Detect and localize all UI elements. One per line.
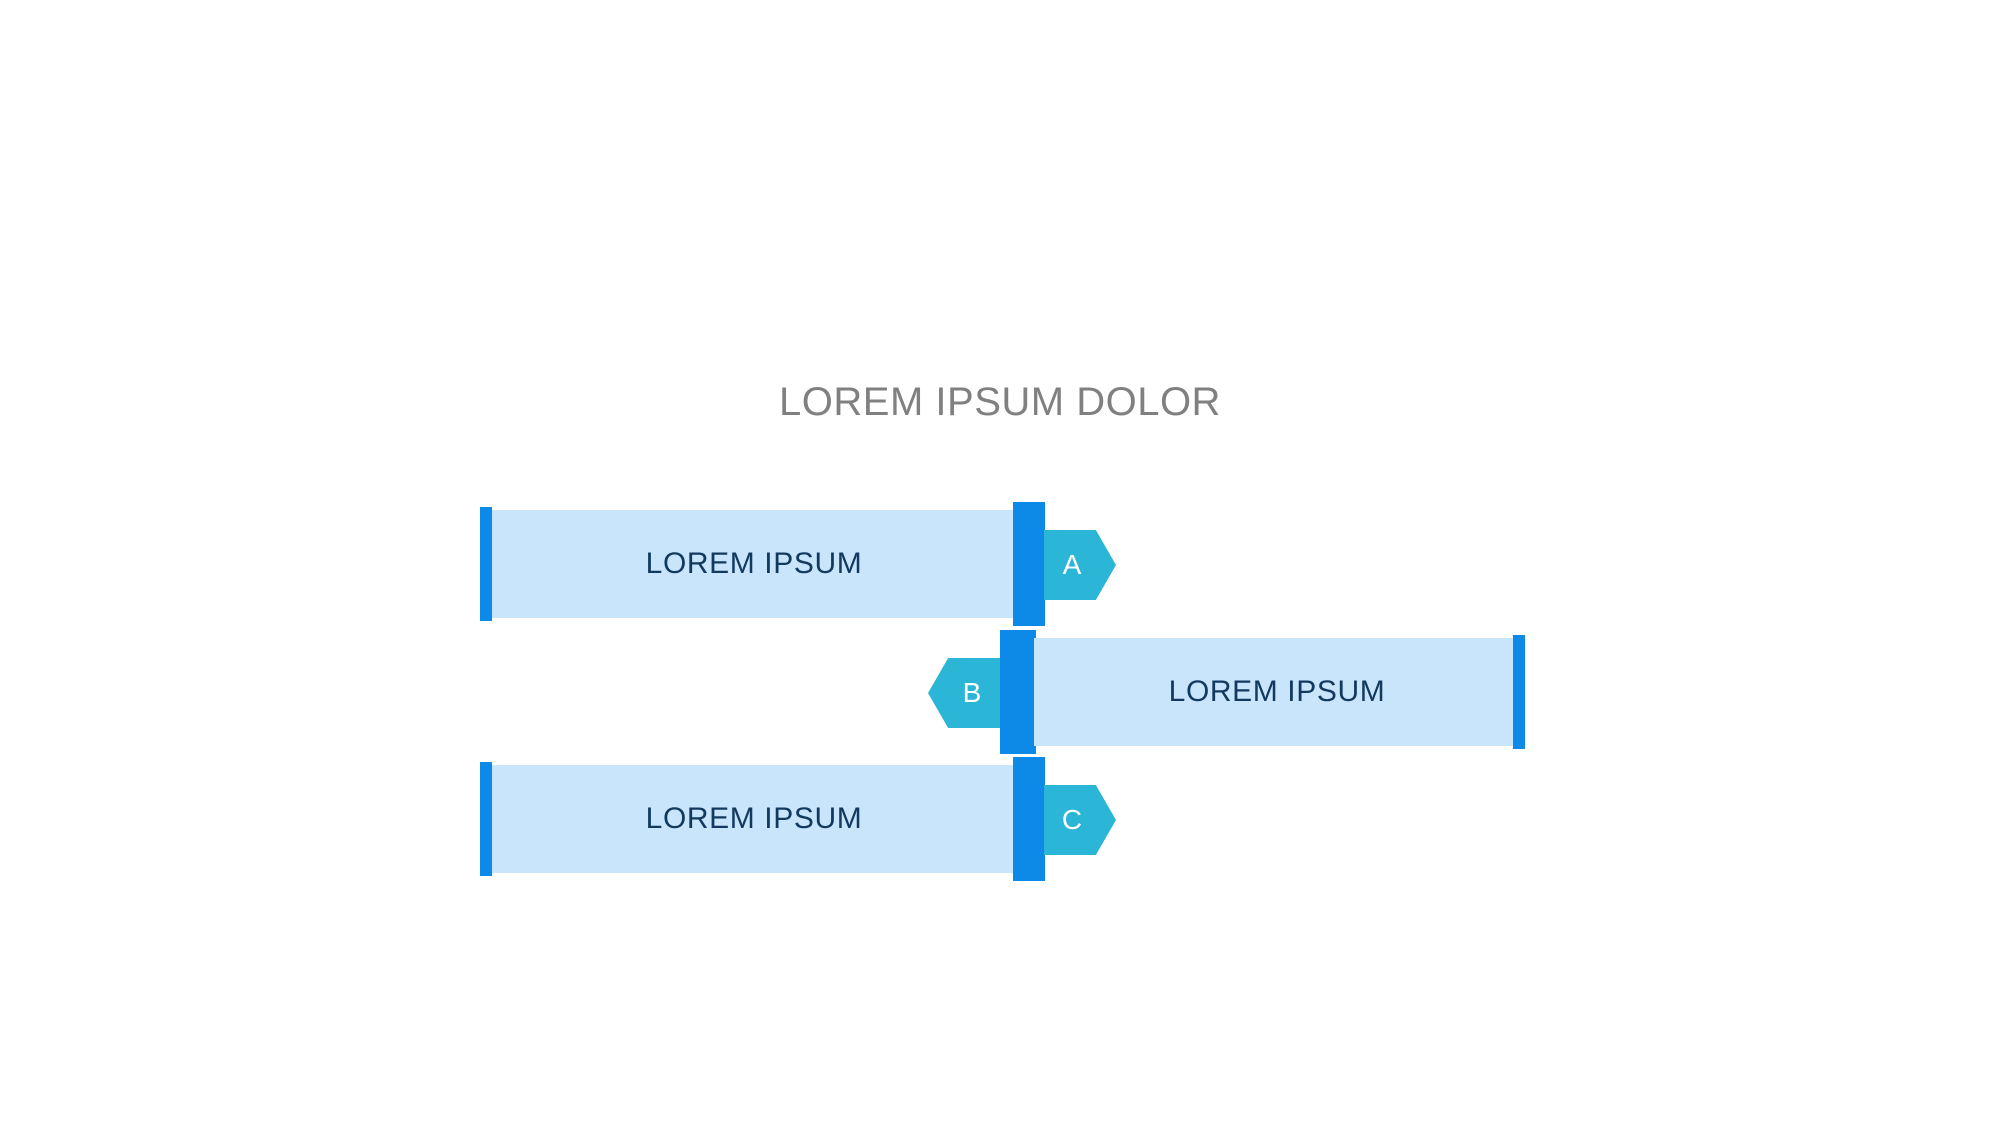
bar-connector-block-c: [1013, 757, 1045, 881]
arrow-tag-label-c: C: [1061, 804, 1083, 835]
bar-row-a[interactable]: LOREM IPSUM A: [0, 490, 2000, 630]
arrow-tag-label-b: B: [962, 677, 982, 708]
bar-body-a: [492, 510, 1016, 618]
page-title: LOREM IPSUM DOLOR: [779, 380, 1221, 424]
arrow-tag-a[interactable]: A: [1044, 530, 1116, 600]
bar-accent-edge-a: [480, 507, 492, 621]
bar-connector-block-b: [1000, 630, 1036, 754]
bar-label-b: LOREM IPSUM: [1168, 675, 1386, 708]
arrow-tag-c[interactable]: C: [1044, 785, 1116, 855]
bar-accent-edge-b: [1513, 635, 1525, 749]
bar-accent-edge-c: [480, 762, 492, 876]
arrow-tag-b[interactable]: B: [928, 658, 1000, 728]
bar-label-c: LOREM IPSUM: [645, 802, 863, 835]
bar-connector-block-a: [1013, 502, 1045, 626]
bar-body-c: [492, 765, 1016, 873]
bar-row-b[interactable]: B LOREM IPSUM: [0, 618, 2000, 758]
bar-body-b: [1034, 638, 1520, 746]
arrow-tag-label-a: A: [1062, 549, 1082, 580]
bar-label-a: LOREM IPSUM: [645, 547, 863, 580]
bar-row-c[interactable]: LOREM IPSUM C: [0, 745, 2000, 885]
